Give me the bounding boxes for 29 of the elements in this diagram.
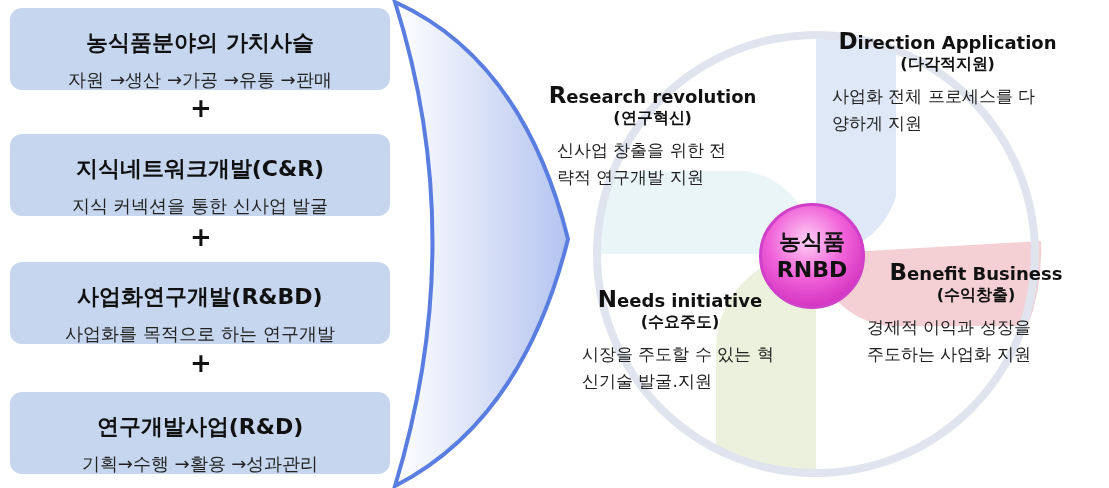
quadrant-heading: Direction Application [837, 28, 1058, 54]
quadrant-description: 경제적 이익과 성장을 주도하는 사업화 지원 [867, 316, 1032, 366]
quadrant-description: 사업화 전체 프로세스를 다양하게 지원 [832, 85, 1037, 135]
box-heading: 농식품분야의 가치사슬 [85, 29, 315, 57]
box-heading: 지식네트워크개발(C&R) [74, 155, 326, 183]
plus-sign: + [190, 95, 212, 121]
quadrant-subheading: (수익창출) [935, 285, 1017, 306]
plus-sign: + [190, 224, 212, 250]
quadrant-heading: Needs initiative [596, 286, 764, 312]
quadrant-description: 신사업 창출을 위한 전략적 연구개발 지원 [557, 139, 728, 189]
plus-sign: + [190, 350, 212, 376]
quadrant-description: 시장을 주도할 수 있는 혁신기술 발굴.지원 [582, 343, 775, 393]
box-description: 기획→수행 →활용 →성과관리 [80, 452, 320, 476]
quadrant-heading: Research revolution [547, 82, 758, 108]
box-description: 자원 →생산 →가공 →유통 →판매 [67, 68, 333, 92]
box-heading: 사업화연구개발(R&BD) [76, 283, 324, 311]
chevron-arrow [393, 0, 570, 488]
center-title: 농식품 RNBD [775, 228, 849, 284]
process-box [10, 8, 390, 90]
box-description: 사업화를 목적으로 하는 연구개발 [64, 322, 336, 346]
quadrant-subheading: (다각적지원) [899, 54, 996, 75]
box-heading: 연구개발사업(R&D) [95, 413, 305, 441]
process-box [10, 392, 390, 474]
process-box [10, 262, 390, 344]
process-box [10, 134, 390, 216]
quadrant-subheading: (연구혁신) [612, 108, 693, 129]
quadrant-subheading: (수요주도) [639, 312, 721, 333]
box-description: 지식 커넥션을 통한 신사업 발굴 [70, 194, 330, 218]
quadrant-heading: Benefit Business [888, 259, 1064, 285]
